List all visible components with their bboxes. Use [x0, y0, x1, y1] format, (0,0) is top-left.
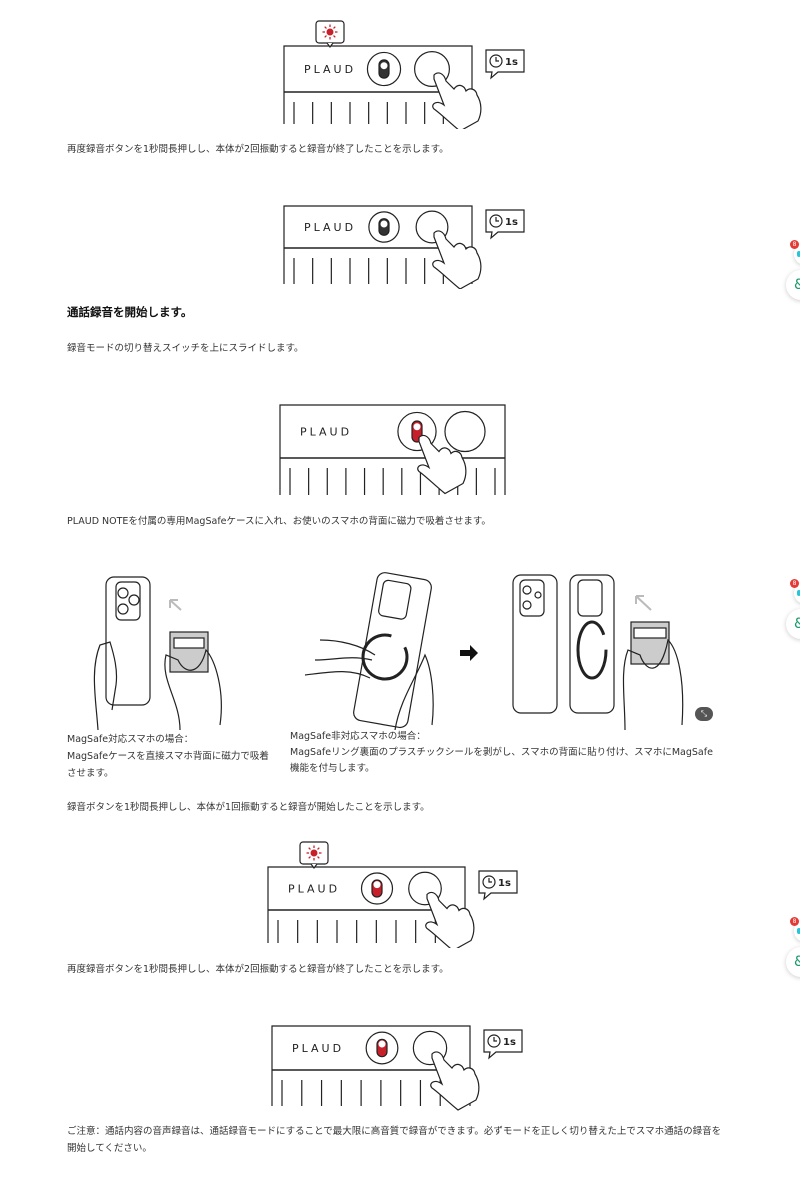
nonmagsafe-title: MagSafe非対応スマホの場合：: [290, 731, 426, 742]
vibration-icon: [310, 849, 318, 857]
mode-switch: [366, 51, 402, 87]
notification-badge: 8: [790, 579, 799, 588]
device-logo: PLAUD: [304, 221, 356, 234]
notification-badge: 8: [790, 240, 799, 249]
clock-icon: [482, 875, 496, 889]
magsafe-illustration: [93, 572, 684, 730]
section-heading: 通話録音を開始します。: [67, 305, 193, 319]
phone-left: [93, 576, 222, 730]
record-button: [444, 410, 486, 453]
phone-middle: [304, 572, 434, 730]
vibration-icon: [326, 28, 334, 36]
support-icon[interactable]: &: [786, 270, 800, 300]
mode-switch: [397, 411, 437, 452]
instruction-text: PLAUD NOTEを付属の専用MagSafeケースに入れ、お使いのスマホの背面…: [67, 516, 491, 527]
chat-button[interactable]: [794, 582, 800, 604]
duration-label: 1s: [505, 57, 518, 68]
nonmagsafe-body: 機能を付与します。: [290, 763, 375, 774]
mode-switch: [365, 1031, 399, 1065]
duration-label: 1s: [503, 1037, 516, 1048]
device-logo: PLAUD: [300, 426, 352, 439]
chat-button[interactable]: [794, 243, 800, 265]
instruction-text: 再度録音ボタンを1秒間長押しし、本体が2回振動すると録音が終了したことを示します…: [67, 144, 449, 155]
chat-button[interactable]: [794, 920, 800, 942]
expand-icon[interactable]: ⤡: [695, 707, 713, 721]
magsafe-body: MagSafeケースを直接スマホ背面に磁力で吸着: [67, 751, 269, 762]
support-icon[interactable]: &: [786, 947, 800, 977]
notification-badge: 8: [790, 917, 799, 926]
instruction-text: 録音ボタンを1秒間長押しし、本体が1回振動すると録音が開始したことを示します。: [67, 802, 430, 813]
note-text: ご注意：通話内容の音声録音は、通話録音モードにすることで最大限に高音質で録音がで…: [67, 1126, 722, 1137]
phones-right: [512, 574, 684, 730]
magsafe-body: させます。: [67, 768, 114, 779]
clock-icon: [489, 54, 503, 68]
mode-switch: [368, 211, 400, 243]
duration-label: 1s: [505, 217, 518, 228]
clock-icon: [487, 1034, 501, 1048]
mode-switch: [360, 872, 394, 905]
device-logo: PLAUD: [304, 63, 356, 76]
instruction-text: 再度録音ボタンを1秒間長押しし、本体が2回振動すると録音が終了したことを示します…: [67, 964, 449, 975]
duration-label: 1s: [498, 878, 511, 889]
device-logo: PLAUD: [288, 883, 340, 896]
clock-icon: [489, 214, 503, 228]
instruction-text: 録音モードの切り替えスイッチを上にスライドします。: [67, 343, 304, 354]
device-logo: PLAUD: [292, 1042, 344, 1055]
note-text: 開始してください。: [67, 1143, 152, 1154]
nonmagsafe-body: MagSafeリング裏面のプラスチックシールを剥がし、スマホの背面に貼り付け、ス…: [290, 747, 713, 758]
support-icon[interactable]: &: [786, 609, 800, 639]
arrow-right-icon: [460, 645, 478, 661]
magsafe-title: MagSafe対応スマホの場合：: [67, 734, 194, 745]
